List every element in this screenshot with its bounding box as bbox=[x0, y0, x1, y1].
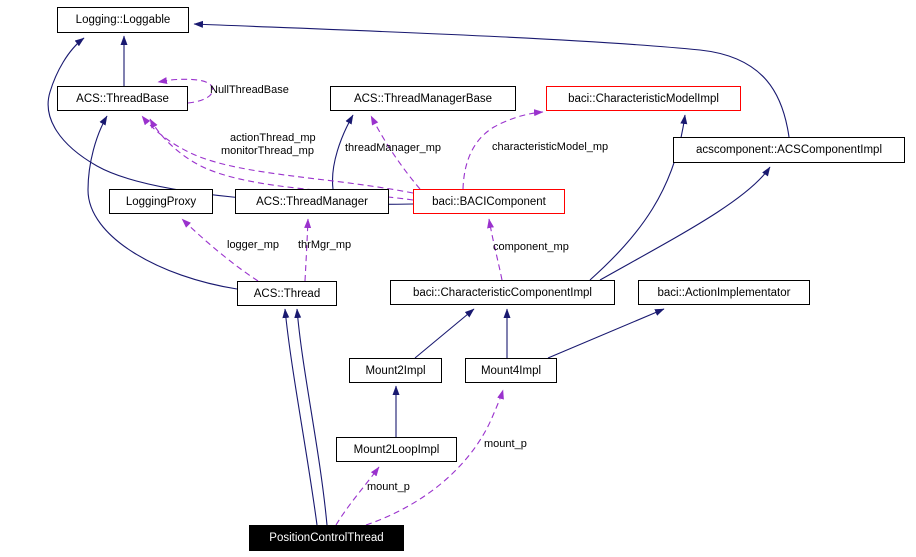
class-node-baci-actionimplementator[interactable]: baci::ActionImplementator bbox=[638, 280, 810, 305]
edge-ccompimpl-to-acscomponentimpl bbox=[599, 166, 771, 281]
edge-bacicomponent-to-threadmanagerbase bbox=[370, 115, 421, 190]
edge-label-nullthreadbase: NullThreadBase bbox=[210, 84, 289, 96]
class-node-mount2impl[interactable]: Mount2Impl bbox=[349, 358, 442, 383]
class-node-mount2loopimpl[interactable]: Mount2LoopImpl bbox=[336, 437, 457, 462]
edge-bacicomponent-to-threadbase-actionthread bbox=[141, 115, 414, 194]
edge-thread-to-threadmanager bbox=[304, 218, 312, 282]
edge-label-thrmgr-mp: thrMgr_mp bbox=[298, 239, 352, 251]
edge-acscomponentimpl-to-loggable bbox=[193, 20, 790, 138]
edge-label-threadmanager-mp: threadManager_mp bbox=[345, 142, 442, 154]
edge-mount4impl-to-actionimplementator bbox=[547, 308, 665, 359]
class-node-logging-loggable[interactable]: Logging::Loggable bbox=[57, 7, 189, 33]
class-node-acscomponent-acscomponentimpl[interactable]: acscomponent::ACSComponentImpl bbox=[673, 137, 905, 163]
class-node-baci-bacicomponent[interactable]: baci::BACIComponent bbox=[413, 189, 565, 214]
edge-thread-to-threadbase bbox=[87, 115, 238, 290]
edge-threadbase-selfloop-nullthreadbase bbox=[157, 77, 214, 104]
edge-bacicomponent-to-cmodelimpl bbox=[462, 109, 544, 190]
edge-pct-to-thread-2 bbox=[294, 308, 328, 526]
class-node-positioncontrolthread-focus: PositionControlThread bbox=[249, 525, 404, 551]
class-node-acs-threadmanager[interactable]: ACS::ThreadManager bbox=[235, 189, 389, 214]
edge-pct-to-mount4impl bbox=[365, 389, 504, 526]
class-node-acs-threadmanagerbase[interactable]: ACS::ThreadManagerBase bbox=[330, 86, 516, 111]
edge-label-logger-mp: logger_mp bbox=[227, 239, 279, 251]
edge-label-component-mp: component_mp bbox=[493, 241, 569, 253]
class-node-baci-characteristicmodelimpl[interactable]: baci::CharacteristicModelImpl bbox=[546, 86, 741, 111]
edge-ccompimpl-to-bacicomponent bbox=[487, 218, 503, 281]
edge-threadmanager-to-threadmanagerbase bbox=[331, 114, 354, 190]
class-node-loggingproxy[interactable]: LoggingProxy bbox=[109, 189, 213, 214]
edge-pct-to-mount2loopimpl bbox=[335, 466, 380, 526]
edge-mount2impl-to-ccompimpl bbox=[414, 308, 475, 359]
class-node-mount4impl[interactable]: Mount4Impl bbox=[465, 358, 557, 383]
class-node-baci-characteristiccomponentimpl[interactable]: baci::CharacteristicComponentImpl bbox=[390, 280, 615, 305]
class-node-acs-threadbase[interactable]: ACS::ThreadBase bbox=[57, 86, 188, 111]
edge-label-characteristicmodel-mp: characteristicModel_mp bbox=[492, 141, 609, 153]
edge-label-mount-p-mount4: mount_p bbox=[484, 438, 527, 450]
edge-label-mount-p-mount2loop: mount_p bbox=[367, 481, 410, 493]
edge-label-actionthread-mp: actionThread_mp bbox=[230, 132, 316, 144]
edge-ccompimpl-to-cmodelimpl bbox=[589, 114, 688, 281]
edge-label-monitorthread-mp: monitorThread_mp bbox=[221, 145, 314, 157]
edge-pct-to-thread-1 bbox=[282, 308, 318, 526]
edge-bacicomponent-to-loggable bbox=[47, 37, 414, 205]
class-node-acs-thread[interactable]: ACS::Thread bbox=[237, 281, 337, 306]
